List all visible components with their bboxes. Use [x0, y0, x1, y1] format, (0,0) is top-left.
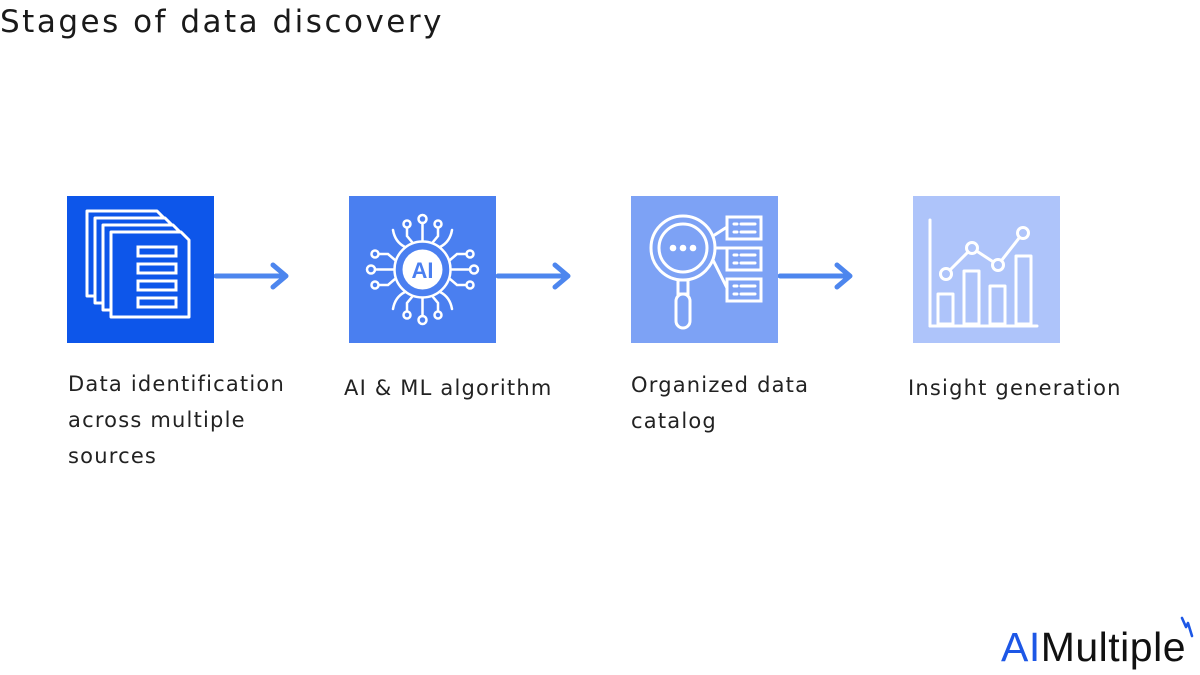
- stage-3-label: Organized data catalog: [631, 367, 809, 439]
- logo-part-multiple: Multiple: [1040, 624, 1186, 670]
- stage-1-label-line: across multiple: [68, 408, 246, 432]
- arrow-1: [214, 262, 290, 290]
- stage-2-label: AI & ML algorithm: [344, 370, 553, 406]
- stage-4-label-line: Insight generation: [908, 376, 1122, 400]
- stage-1-label: Data identification across multiple sour…: [68, 366, 285, 474]
- logo-spark-icon: [1180, 616, 1194, 638]
- magnifier-catalog-icon: [631, 196, 778, 343]
- stage-4-label: Insight generation: [908, 370, 1122, 406]
- stage-2-tile: AI: [349, 196, 496, 343]
- stage-3-label-line: catalog: [631, 409, 717, 433]
- bar-line-chart-icon: [913, 196, 1060, 343]
- stage-4-tile: [913, 196, 1060, 343]
- documents-icon: [67, 196, 214, 343]
- page-title: Stages of data discovery: [0, 4, 444, 40]
- stage-1-label-line: sources: [68, 444, 158, 468]
- ai-chip-text: AI: [412, 258, 434, 283]
- stage-3-tile: [631, 196, 778, 343]
- arrow-2: [496, 262, 572, 290]
- aimultiple-logo: AIMultiple: [1000, 616, 1194, 671]
- stage-1-label-line: Data identification: [68, 372, 285, 396]
- stage-2-label-line: AI & ML algorithm: [344, 376, 553, 400]
- stage-3-label-line: Organized data: [631, 373, 810, 397]
- stage-1-tile: [67, 196, 214, 343]
- ai-chip-icon: AI: [349, 196, 496, 343]
- arrow-3: [778, 262, 854, 290]
- logo-part-ai: AI: [1000, 624, 1041, 670]
